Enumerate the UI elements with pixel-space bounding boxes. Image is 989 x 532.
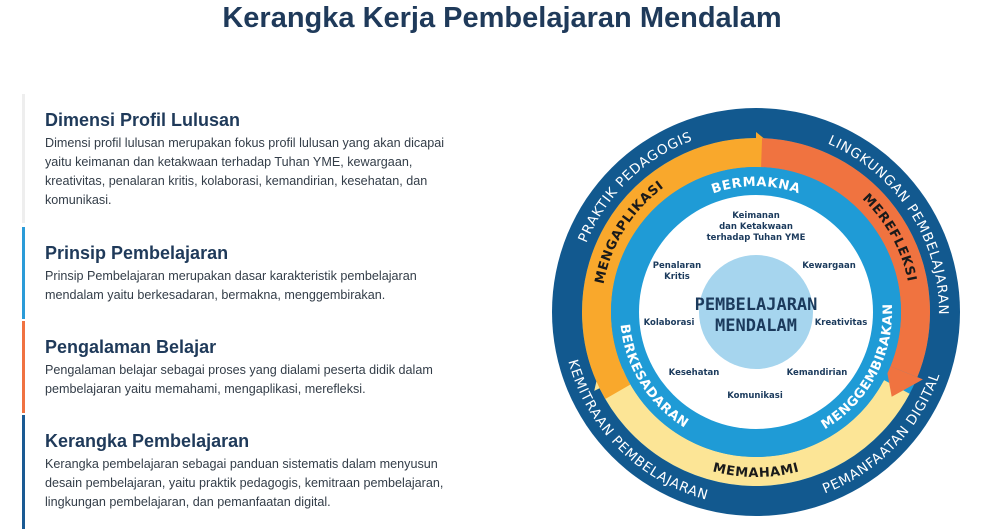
section-body: Kerangka pembelajaran sebagai panduan si… <box>45 457 444 509</box>
core-label-1: PEMBELAJARAN <box>695 295 818 315</box>
dimension-kreativitas: Kreativitas <box>815 318 868 328</box>
section-heading: Dimensi Profil Lulusan <box>45 110 241 130</box>
dimension-penalaran-1: Penalaran <box>653 261 701 271</box>
dimension-keimanan-2: dan Ketakwaan <box>719 222 793 232</box>
section-kerangka-pembelajaran: Kerangka Pembelajaran Kerangka pembelaja… <box>22 415 462 529</box>
dimension-keimanan-1: Keimanan <box>732 211 780 221</box>
dimension-keimanan-3: terhadap Tuhan YME <box>707 233 806 243</box>
section-body: Pengalaman belajar sebagai proses yang d… <box>45 363 433 396</box>
section-heading: Kerangka Pembelajaran <box>45 431 250 451</box>
memahami-band <box>599 375 910 486</box>
dimension-penalaran-2: Kritis <box>664 272 690 282</box>
section-prinsip-pembelajaran: Prinsip Pembelajaran Prinsip Pembelajara… <box>22 227 462 319</box>
section-pengalaman-belajar: Pengalaman Belajar Pengalaman belajar se… <box>22 321 462 413</box>
core-circle <box>699 255 813 369</box>
section-heading: Prinsip Pembelajaran <box>45 243 229 263</box>
merefleksi-band <box>760 138 930 378</box>
dimension-kolaborasi: Kolaborasi <box>644 318 695 328</box>
experience-memahami: MEMAHAMI <box>711 460 800 481</box>
dimension-komunikasi: Komunikasi <box>727 391 783 401</box>
section-heading: Pengalaman Belajar <box>45 337 217 357</box>
section-body: Dimensi profil lulusan merupakan fokus p… <box>45 136 445 207</box>
section-body: Prinsip Pembelajaran merupakan dasar kar… <box>45 269 417 302</box>
mengaplikasi-band <box>582 138 757 399</box>
dimension-kemandirian: Kemandirian <box>787 368 848 378</box>
page-title: Kerangka Kerja Pembelajaran Mendalam <box>222 2 782 34</box>
dimension-kesehatan: Kesehatan <box>669 368 720 378</box>
merefleksi-arrowhead-icon <box>885 364 923 397</box>
dimension-kewargaan: Kewargaan <box>802 261 856 271</box>
section-dimensi-profil-lulusan: Dimensi Profil Lulusan Dimensi profil lu… <box>22 94 462 223</box>
core-label-2: MENDALAM <box>715 316 797 336</box>
experience-memahami-text: MEMAHAMI <box>711 460 800 481</box>
